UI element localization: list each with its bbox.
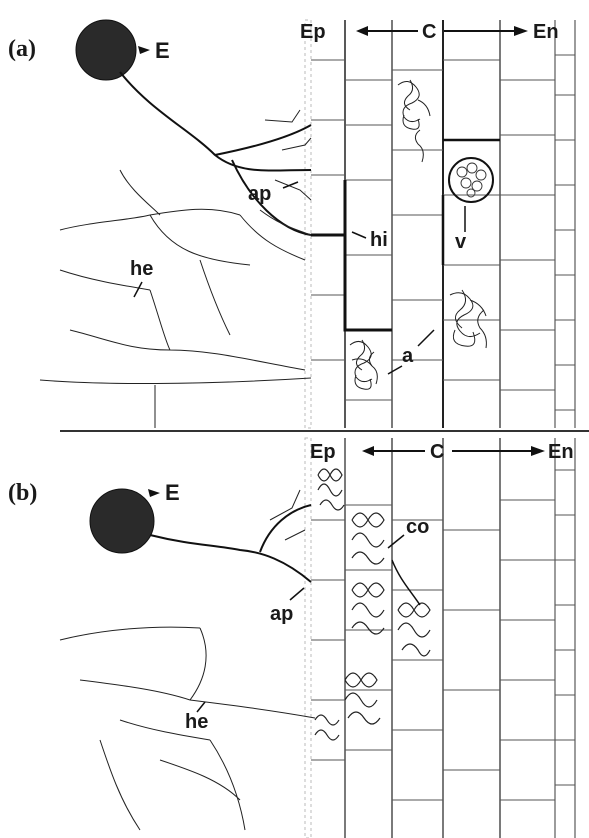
arrow-ap-b bbox=[290, 588, 304, 600]
arrow-he-a bbox=[134, 282, 142, 297]
intracellular-hypha-b bbox=[392, 560, 420, 605]
arrow-a-right bbox=[418, 330, 434, 346]
spore-E-b bbox=[90, 489, 154, 553]
label-hi-a: hi bbox=[370, 229, 388, 251]
vesicle-content bbox=[457, 163, 486, 197]
arrowhead-C-right-a bbox=[514, 26, 528, 36]
spore-E-a bbox=[76, 20, 136, 80]
label-En-b: En bbox=[548, 441, 574, 463]
label-C-a: C bbox=[422, 21, 436, 43]
label-Ep-a: Ep bbox=[300, 21, 326, 43]
external-hypha-b bbox=[150, 505, 311, 582]
label-v-a: v bbox=[455, 231, 467, 253]
label-a-a: a bbox=[402, 345, 414, 367]
label-ap-b: ap bbox=[270, 603, 293, 625]
panel-b-labels: (b) E Ep C En co ap he bbox=[8, 441, 574, 733]
arrow-co-b bbox=[388, 535, 404, 548]
arbuscule-a1 bbox=[350, 340, 377, 389]
external-hypha-a bbox=[120, 72, 311, 235]
epidermis-outer-wall-b bbox=[305, 438, 311, 838]
arrowhead-C-left-b bbox=[362, 446, 374, 456]
arrowhead-C-left-a bbox=[356, 26, 368, 36]
root-tissue-panel-a bbox=[40, 20, 575, 428]
label-Ep-b: Ep bbox=[310, 441, 336, 463]
label-E-a: E bbox=[155, 38, 170, 63]
arrow-hi-a bbox=[352, 232, 366, 238]
arrowhead-C-right-b bbox=[531, 446, 545, 456]
epidermis-outer-wall-a bbox=[305, 20, 311, 428]
label-co-b: co bbox=[406, 516, 429, 538]
panel-b-label: (b) bbox=[8, 480, 37, 506]
label-ap-a: ap bbox=[248, 183, 271, 205]
label-E-b: E bbox=[165, 480, 180, 505]
panel-a-label: (a) bbox=[8, 36, 36, 62]
label-C-b: C bbox=[430, 441, 444, 463]
coils-co bbox=[315, 469, 430, 740]
arbuscule-a2 bbox=[450, 290, 486, 348]
label-En-a: En bbox=[533, 21, 559, 43]
arrow-E-a bbox=[138, 46, 150, 54]
root-tissue-panel-b bbox=[60, 438, 575, 838]
root-hairs-he-a bbox=[40, 170, 311, 428]
label-he-b: he bbox=[185, 711, 208, 733]
label-he-a: he bbox=[130, 258, 153, 280]
arrow-a-left bbox=[388, 366, 402, 374]
arrow-ap-a bbox=[283, 182, 298, 188]
arrow-E-b bbox=[148, 489, 160, 497]
